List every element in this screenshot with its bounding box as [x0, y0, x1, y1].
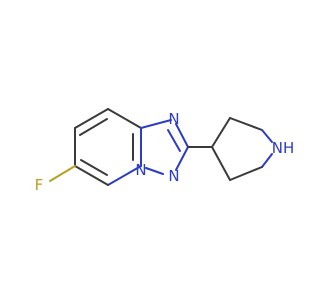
bond-pip-a	[211, 117, 231, 148]
bond-n-upper-c2t	[175, 123, 189, 148]
atom-n-bridge: N	[135, 161, 146, 179]
atom-nh-piperidine: NH	[272, 139, 295, 157]
bond-n-bridge-c6	[107, 165, 142, 186]
bond-c2t-n-lower	[175, 146, 189, 171]
structure-canvas: F N N N NH	[35, 108, 295, 194]
atom-fluorine: F	[35, 176, 44, 194]
bond-pip-f	[211, 146, 231, 181]
bond-c5-fluorine	[49, 165, 76, 182]
bond-pip-c	[261, 129, 273, 143]
bond-c6-c5	[74, 165, 109, 186]
bond-pip-d	[261, 153, 273, 168]
atom-n-triazole-upper: N	[168, 110, 179, 128]
bond-pip-b	[229, 117, 263, 131]
bond-c1-c2-inner	[79, 118, 108, 136]
bond-c1-c2	[74, 108, 109, 129]
atom-n-triazole-lower: N	[168, 167, 179, 185]
bond-c2-c3	[107, 108, 142, 129]
molecule-drawing: F N N N NH	[35, 108, 295, 194]
bond-c6-c5-inner	[80, 159, 108, 176]
bond-pip-e	[229, 166, 263, 181]
bond-n-lower-n-bridge	[145, 167, 164, 175]
bond-c3-n-upper	[140, 119, 172, 129]
bond-n-upper-c2t-inner	[167, 129, 181, 152]
